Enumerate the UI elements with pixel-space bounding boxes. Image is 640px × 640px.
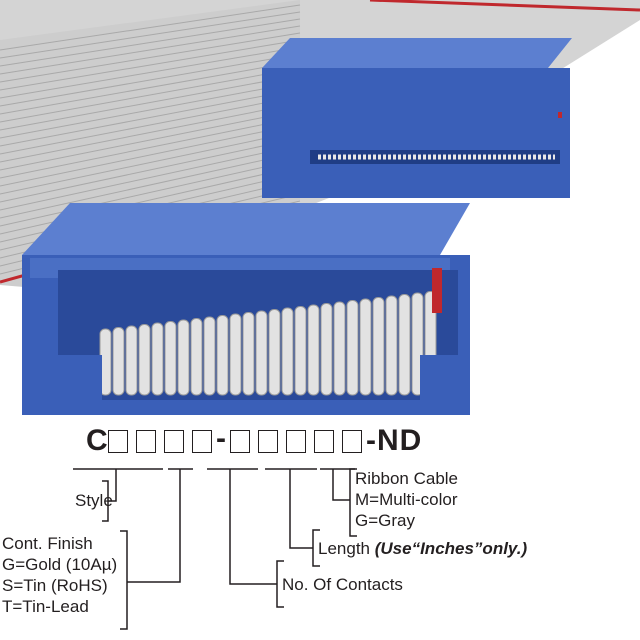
part-box: [108, 430, 128, 453]
rear-connector: [262, 38, 572, 198]
cable-wire: [372, 297, 385, 396]
product-illustration: [0, 0, 640, 415]
contacts-label: No. Of Contacts: [282, 575, 403, 594]
cable-multicolor: M=Multi-color: [355, 490, 458, 509]
cable-stripe: [0, 130, 301, 195]
length-note: (Use“Inches”only.): [374, 539, 528, 558]
cable-stripe: [0, 18, 301, 67]
cable-stripe: [0, 102, 301, 163]
cable-wire: [333, 301, 346, 396]
cable-wire: [385, 295, 398, 396]
part-box: [258, 430, 278, 453]
cable-wire: [281, 307, 294, 396]
part-box: [164, 430, 184, 453]
finish-gold: G=Gold (10Aµ): [2, 555, 118, 574]
cable-wire: [320, 303, 333, 396]
part-box: [286, 430, 306, 453]
part-box: [230, 430, 250, 453]
cable-stripe: [0, 53, 301, 107]
cable-stripe: [0, 137, 301, 203]
length-label: Length (Use“Inches”only.): [318, 538, 527, 559]
cable-wire: [346, 300, 359, 396]
cable-stripe: [0, 60, 301, 115]
cable-wire: [177, 319, 190, 396]
part-box: [314, 430, 334, 453]
part-box: [342, 430, 362, 453]
cable-options: Ribbon Cable M=Multi-color G=Gray: [355, 468, 458, 531]
part-box: [192, 430, 212, 453]
front-connector: [22, 203, 470, 415]
cable-stripe: [0, 151, 301, 219]
style-label: Style: [75, 491, 113, 510]
cable-stripe: [0, 4, 301, 51]
cable-wire: [359, 298, 372, 396]
cable-wire: [138, 324, 151, 396]
cable-title: Ribbon Cable: [355, 469, 459, 488]
cable-stripe: [0, 116, 301, 179]
cable-stripe: [0, 46, 301, 99]
cable-wire: [125, 325, 138, 396]
cable-stripe: [0, 95, 301, 155]
finish-tin: S=Tin (RoHS): [2, 576, 108, 595]
cable-wire: [294, 306, 307, 396]
length-text: Length: [318, 539, 370, 558]
cable-wire: [229, 313, 242, 396]
part-suffix: -ND: [366, 424, 423, 457]
cable-wire: [151, 322, 164, 396]
cable-wire: [164, 321, 177, 396]
finish-title: Cont. Finish: [2, 534, 93, 553]
cable-stripe: [0, 81, 301, 139]
cable-stripe: [0, 74, 301, 131]
cable-stripe: [0, 165, 301, 235]
cable-wire: [307, 304, 320, 396]
cable-stripe: [0, 88, 301, 147]
cable-stripe: [0, 11, 301, 59]
finish-options: Cont. Finish G=Gold (10Aµ) S=Tin (RoHS) …: [2, 533, 117, 617]
cable-gray: G=Gray: [355, 511, 415, 530]
cable-wire: [203, 316, 216, 396]
cable-wire: [242, 312, 255, 396]
part-dash: -: [216, 422, 227, 455]
part-box: [136, 430, 156, 453]
cable-wire: [112, 327, 125, 396]
cable-wire: [190, 318, 203, 396]
cable-wire: [268, 309, 281, 396]
cable-stripe: [0, 32, 301, 83]
cable-wire: [216, 315, 229, 396]
cable-stripe: [0, 109, 301, 171]
finish-tin-lead: T=Tin-Lead: [2, 597, 89, 616]
cable-stripe: [0, 25, 301, 75]
cable-stripe: [0, 39, 301, 91]
cable-stripe: [0, 158, 301, 227]
cable-stripe: [0, 123, 301, 187]
cable-wire: [255, 310, 268, 396]
cable-stripe: [0, 67, 301, 123]
part-prefix: C: [86, 424, 109, 457]
cable-stripe: [0, 144, 301, 211]
cable-wire: [398, 294, 411, 396]
